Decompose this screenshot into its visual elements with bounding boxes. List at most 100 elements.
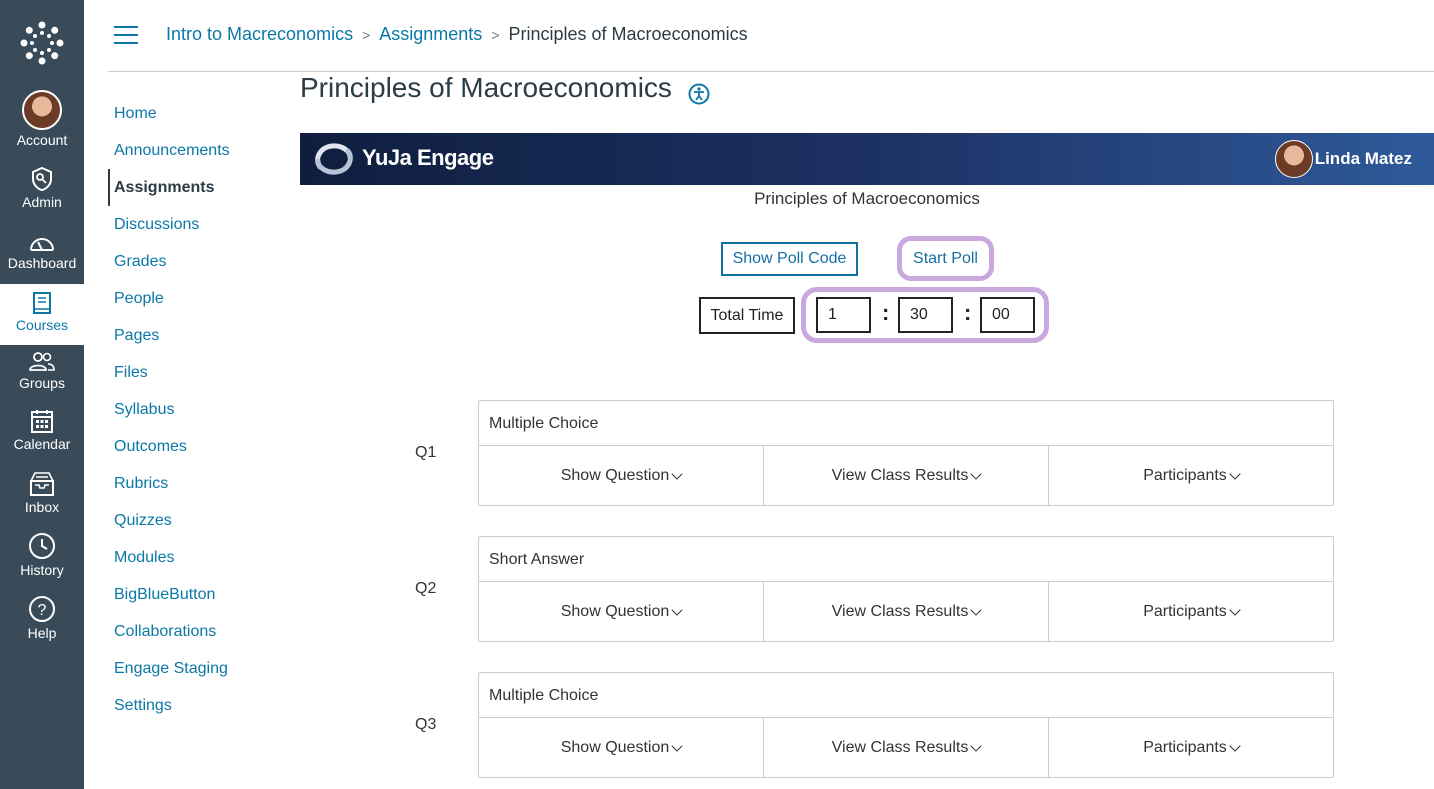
hamburger-menu-icon[interactable] xyxy=(114,26,138,44)
course-nav-quizzes[interactable]: Quizzes xyxy=(114,512,172,529)
svg-text:?: ? xyxy=(38,602,47,619)
view-class-results-button[interactable]: View Class Results xyxy=(764,582,1049,642)
canvas-logo-icon[interactable] xyxy=(20,21,64,65)
chevron-down-icon xyxy=(970,739,982,752)
question-card: Multiple Choice Show Question View Class… xyxy=(478,672,1334,778)
page-title: Principles of Macroeconomics xyxy=(300,72,672,103)
show-question-button[interactable]: Show Question xyxy=(479,446,764,506)
show-question-label: Show Question xyxy=(560,467,670,484)
question-number: Q1 xyxy=(415,444,437,461)
chevron-down-icon xyxy=(671,467,683,480)
nav-inbox-label: Inbox xyxy=(24,499,60,515)
user-name: Linda Matez xyxy=(1314,149,1412,168)
chevron-down-icon xyxy=(970,467,982,480)
question-number: Q3 xyxy=(415,716,437,733)
nav-help[interactable]: ? Help xyxy=(0,595,84,641)
yuja-header: YuJa Engage Linda Matez xyxy=(300,133,1434,185)
view-class-results-label: View Class Results xyxy=(831,739,969,756)
nav-courses[interactable]: Courses xyxy=(0,284,84,345)
participants-label: Participants xyxy=(1143,739,1227,756)
course-nav-rubrics[interactable]: Rubrics xyxy=(114,475,169,492)
inbox-icon xyxy=(30,472,54,496)
view-class-results-button[interactable]: View Class Results xyxy=(764,718,1049,778)
question-type: Multiple Choice xyxy=(479,401,1333,446)
show-question-label: Show Question xyxy=(560,739,670,756)
nav-admin-label: Admin xyxy=(22,194,62,210)
course-nav-engage-staging[interactable]: Engage Staging xyxy=(114,660,228,677)
course-nav-syllabus[interactable]: Syllabus xyxy=(114,401,175,418)
hours-input[interactable]: 1 xyxy=(816,297,871,333)
nav-inbox[interactable]: Inbox xyxy=(0,471,84,515)
breadcrumb-separator-icon: > xyxy=(491,27,500,43)
question-number: Q2 xyxy=(415,580,437,597)
course-nav-home[interactable]: Home xyxy=(114,105,157,122)
nav-admin[interactable]: Admin xyxy=(0,166,84,210)
shield-icon xyxy=(32,166,52,192)
course-nav-bigbluebutton[interactable]: BigBlueButton xyxy=(114,586,216,603)
nav-calendar-label: Calendar xyxy=(13,436,71,452)
user-avatar xyxy=(1274,140,1313,178)
start-poll-button[interactable]: Start Poll xyxy=(897,236,994,281)
breadcrumb-separator-icon: > xyxy=(362,27,371,43)
nav-help-label: Help xyxy=(27,625,57,641)
course-nav-collaborations[interactable]: Collaborations xyxy=(114,623,217,640)
total-time-label: Total Time xyxy=(699,297,795,334)
calendar-icon xyxy=(31,410,53,433)
show-question-button[interactable]: Show Question xyxy=(479,582,764,642)
nav-courses-label: Courses xyxy=(15,317,69,333)
participants-button[interactable]: Participants xyxy=(1049,718,1333,778)
yuja-course-title: Principles of Macroeconomics xyxy=(754,189,980,208)
show-question-button[interactable]: Show Question xyxy=(479,718,764,778)
course-nav-assignments[interactable]: Assignments xyxy=(108,169,288,206)
show-question-label: Show Question xyxy=(560,603,670,620)
participants-label: Participants xyxy=(1143,603,1227,620)
course-nav-outcomes[interactable]: Outcomes xyxy=(114,438,187,455)
course-nav-discussions[interactable]: Discussions xyxy=(114,216,200,233)
nav-dashboard-label: Dashboard xyxy=(7,255,77,271)
course-nav-files[interactable]: Files xyxy=(114,364,148,381)
time-colon: : xyxy=(964,300,972,325)
users-icon xyxy=(29,352,55,371)
chevron-down-icon xyxy=(671,739,683,752)
start-poll-label: Start Poll xyxy=(913,250,978,267)
chevron-down-icon xyxy=(970,603,982,616)
participants-button[interactable]: Participants xyxy=(1049,446,1333,506)
nav-dashboard[interactable]: Dashboard xyxy=(0,233,84,271)
speedometer-icon xyxy=(30,238,54,251)
yuja-brand-name: YuJa Engage xyxy=(362,145,494,170)
question-type: Short Answer xyxy=(479,537,1333,582)
course-nav-modules[interactable]: Modules xyxy=(114,549,175,566)
view-class-results-button[interactable]: View Class Results xyxy=(764,446,1049,506)
time-colon: : xyxy=(882,300,890,325)
breadcrumb-assignments-link[interactable]: Assignments xyxy=(379,24,483,44)
accessibility-icon[interactable] xyxy=(688,83,710,105)
chevron-down-icon xyxy=(1229,603,1241,616)
seconds-input[interactable]: 00 xyxy=(980,297,1035,333)
yuja-user-menu[interactable]: Linda Matez xyxy=(1274,140,1412,178)
course-nav-pages[interactable]: Pages xyxy=(114,327,160,344)
course-nav-people[interactable]: People xyxy=(114,290,164,307)
participants-label: Participants xyxy=(1143,467,1227,484)
nav-groups-label: Groups xyxy=(19,375,65,391)
nav-history-label: History xyxy=(20,562,64,578)
time-input-group: 1 : 30 : 00 xyxy=(801,287,1049,343)
nav-account-label: Account xyxy=(16,132,68,148)
minutes-input[interactable]: 30 xyxy=(898,297,953,333)
clock-icon xyxy=(29,533,55,559)
nav-calendar[interactable]: Calendar xyxy=(0,408,84,452)
nav-groups[interactable]: Groups xyxy=(0,351,84,391)
question-card: Short Answer Show Question View Class Re… xyxy=(478,536,1334,642)
yuja-logo-icon xyxy=(312,141,356,177)
course-nav-grades[interactable]: Grades xyxy=(114,253,167,270)
nav-history[interactable]: History xyxy=(0,532,84,578)
course-nav-announcements[interactable]: Announcements xyxy=(114,142,230,159)
breadcrumb-current: Principles of Macroeconomics xyxy=(508,24,748,44)
top-bar: Intro to Macreconomics > Assignments > Princ… xyxy=(108,0,1434,72)
chevron-down-icon xyxy=(1229,467,1241,480)
nav-account[interactable]: Account xyxy=(0,90,84,148)
course-nav-settings[interactable]: Settings xyxy=(114,697,172,714)
participants-button[interactable]: Participants xyxy=(1049,582,1333,642)
breadcrumb-course-link[interactable]: Intro to Macreconomics xyxy=(166,24,354,44)
account-avatar xyxy=(22,90,62,130)
show-poll-code-button[interactable]: Show Poll Code xyxy=(721,242,858,276)
